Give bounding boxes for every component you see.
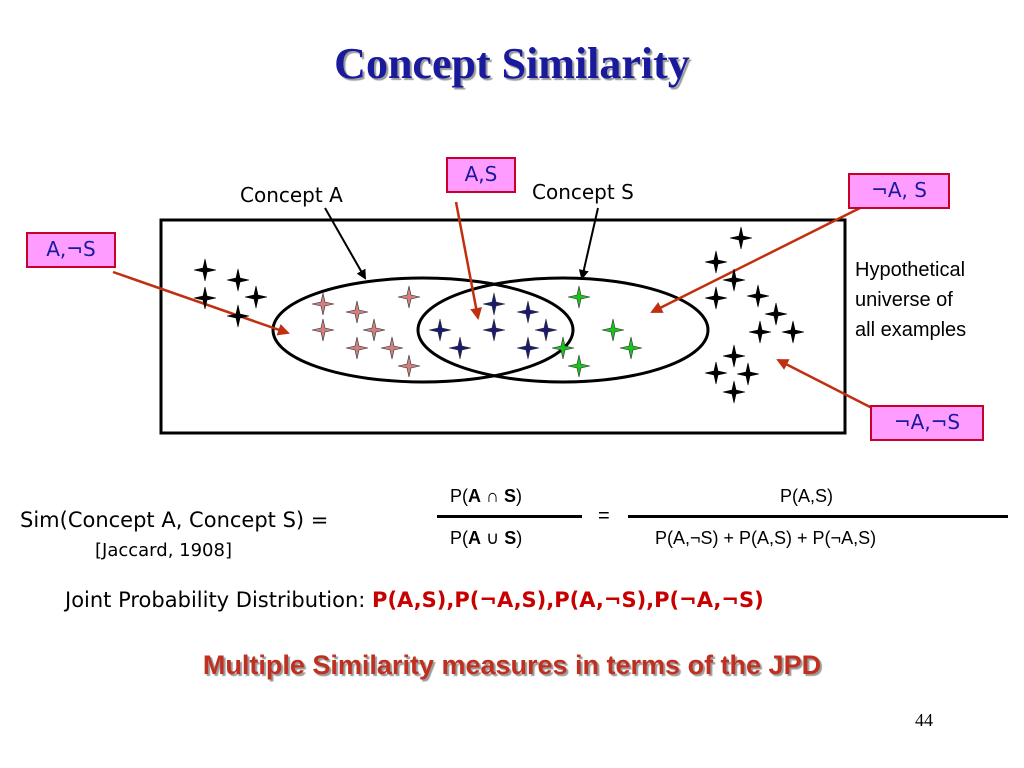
universe-box — [159, 218, 847, 435]
den1-pre: P( — [450, 528, 468, 548]
star-a-only — [397, 354, 421, 378]
star-neither — [781, 320, 805, 344]
den1-op: ∪ — [481, 528, 505, 548]
concept-a-label: Concept A — [240, 183, 343, 207]
a-nots-arrow — [112, 270, 290, 336]
concept-s-ellipse — [416, 276, 710, 384]
star-neither — [746, 284, 770, 308]
star-a-and-s — [516, 300, 540, 324]
fraction-bar-1 — [437, 515, 582, 518]
universe-line-3: all examples — [855, 319, 967, 341]
num1-post: ) — [515, 486, 522, 506]
num1-s: S — [503, 486, 516, 506]
star-a-only — [380, 336, 404, 360]
star-neither — [193, 258, 217, 282]
star-a-and-s — [448, 336, 472, 360]
star-neither — [704, 250, 728, 274]
prob-denominator: P(A,¬S) + P(A,S) + P(¬A,S) — [655, 528, 877, 548]
star-neither — [764, 302, 788, 326]
star-neither — [748, 320, 772, 344]
star-neither — [193, 286, 217, 310]
star-s-only — [619, 336, 643, 360]
a-nots-box: A,¬S — [26, 232, 116, 268]
fraction-bar-2 — [628, 515, 1008, 518]
concept-a-arrow — [324, 207, 366, 280]
citation: [Jaccard, 1908] — [95, 540, 232, 561]
star-a-and-s — [516, 336, 540, 360]
den1-s: S — [504, 528, 517, 548]
star-neither — [226, 304, 250, 328]
star-a-and-s — [482, 318, 506, 342]
star-a-only — [345, 336, 369, 360]
slide-title: Concept Similarity — [334, 39, 690, 88]
star-a-and-s — [534, 318, 558, 342]
universe-label: Hypothetical universe of all examples — [855, 255, 1020, 345]
num1-a: A — [468, 486, 481, 506]
example-stars — [193, 226, 805, 404]
jpd-value: P(A,S),P(¬A,S),P(A,¬S),P(¬A,¬S) — [372, 588, 764, 612]
num1-pre: P( — [450, 486, 468, 506]
star-neither — [226, 268, 250, 292]
star-neither — [722, 268, 746, 292]
jaccard-denominator: P(A ∪ S) — [450, 528, 522, 549]
star-neither — [736, 362, 760, 386]
sim-label: Sim(Concept A, Concept S) = — [20, 508, 329, 532]
concept-s-label: Concept S — [532, 180, 634, 204]
star-s-only — [567, 285, 591, 309]
nota-s-arrow — [650, 206, 861, 314]
num1-op: ∩ — [481, 486, 504, 506]
concept-s-arrow — [578, 207, 599, 280]
equals-sign: = — [598, 505, 610, 527]
star-neither — [722, 380, 746, 404]
jpd-line: Joint Probability Distribution: P(A,S),P… — [65, 588, 764, 612]
star-a-only — [362, 318, 386, 342]
star-neither — [244, 285, 268, 309]
star-a-only — [311, 318, 335, 342]
star-a-only — [345, 300, 369, 324]
star-s-only — [567, 354, 591, 378]
similarity-measures-heading: Multiple Similarity measures in terms of… — [202, 650, 822, 680]
star-a-only — [397, 285, 421, 309]
nota-nots-box: ¬A,¬S — [870, 405, 984, 441]
star-s-only — [551, 336, 575, 360]
star-neither — [704, 361, 728, 385]
den1-a: A — [468, 528, 481, 548]
star-neither — [722, 344, 746, 368]
star-a-and-s — [482, 292, 506, 316]
star-neither — [704, 286, 728, 310]
universe-line-1: Hypothetical — [855, 259, 966, 281]
star-s-only — [601, 318, 625, 342]
concept-a-ellipse — [271, 276, 575, 384]
prob-numerator: P(A,S) — [780, 486, 834, 506]
a-s-arrow — [454, 201, 483, 320]
den1-post: ) — [516, 528, 523, 548]
jpd-label: Joint Probability Distribution: — [65, 588, 373, 612]
nota-s-box: ¬A, S — [848, 173, 950, 209]
star-a-only — [311, 292, 335, 316]
a-s-box: A,S — [446, 157, 516, 193]
universe-line-2: universe of — [855, 289, 953, 311]
star-a-and-s — [428, 318, 452, 342]
star-neither — [729, 226, 753, 250]
page-number: 44 — [915, 710, 933, 730]
jaccard-numerator: P(A ∩ S) — [450, 486, 522, 507]
nota-nots-arrow — [776, 358, 873, 410]
